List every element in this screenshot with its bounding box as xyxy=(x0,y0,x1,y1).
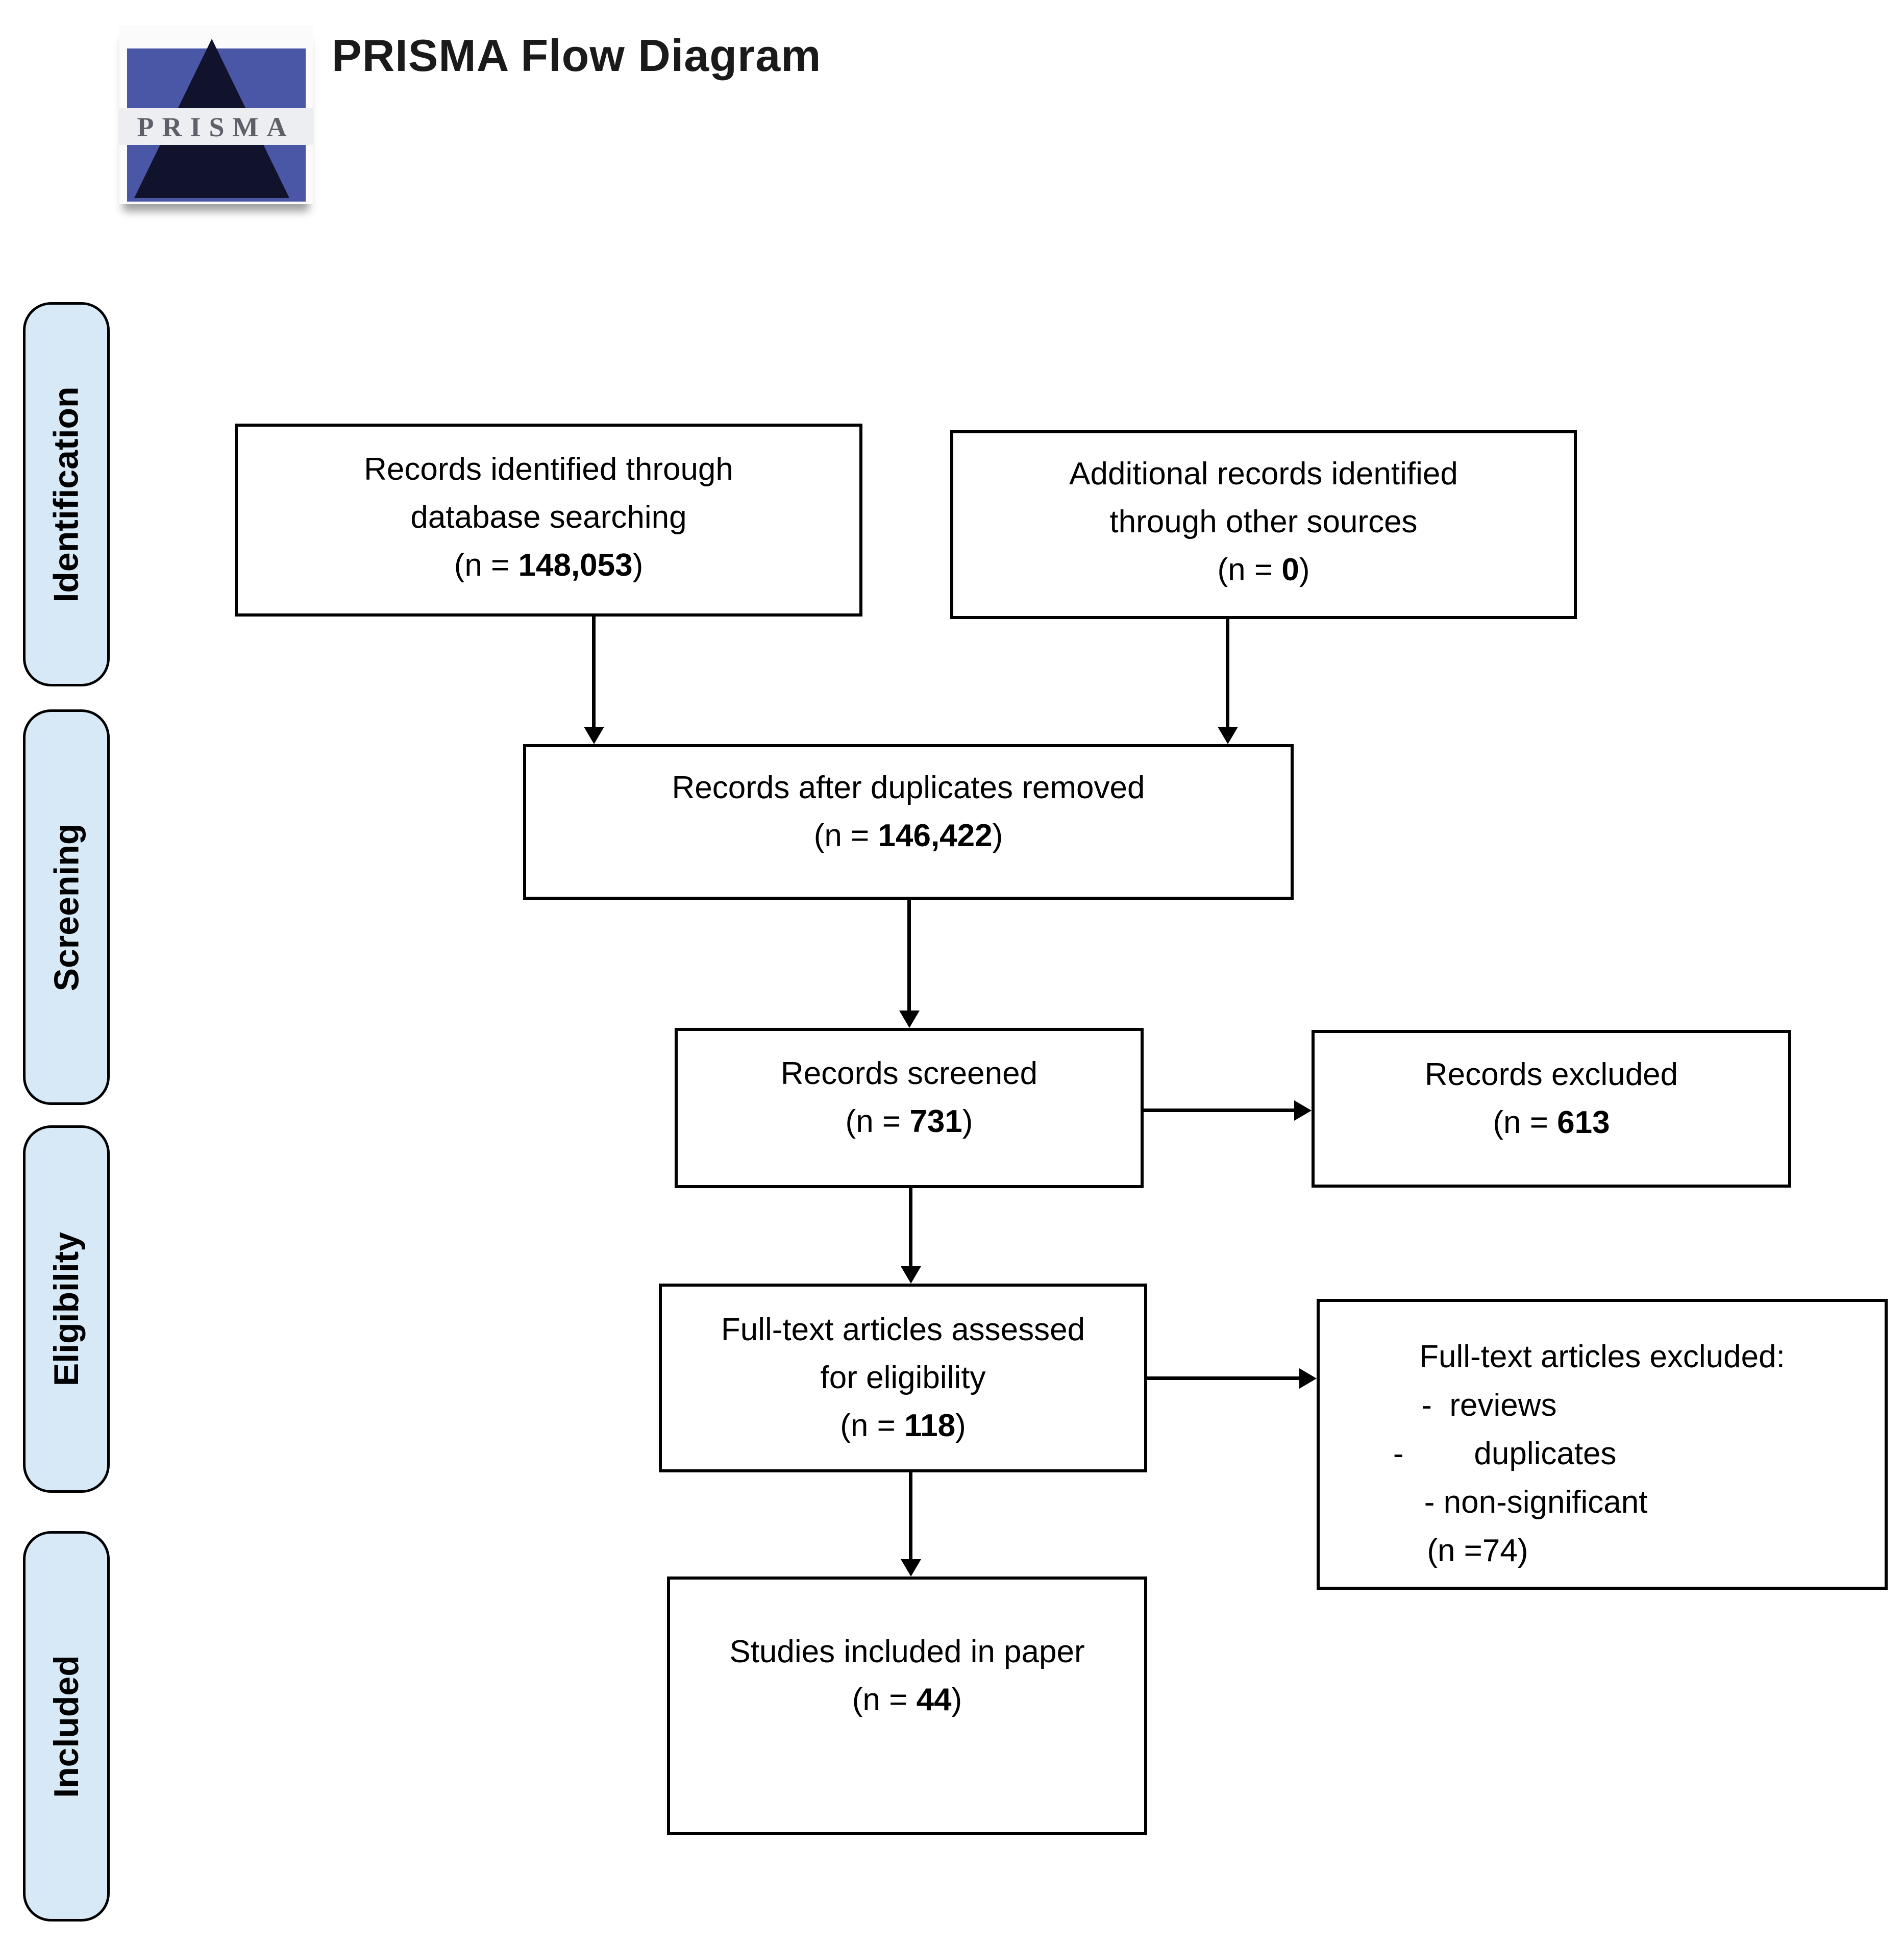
box-text-line: Records excluded xyxy=(1424,1056,1678,1092)
box-text-line: database searching xyxy=(410,500,687,535)
box-text-line: Records screened xyxy=(780,1056,1038,1091)
stage-included-label: Included xyxy=(47,1655,86,1798)
connector-fulltext-to-ftexcluded xyxy=(1147,1376,1299,1380)
box-n-line: (n = 146,422) xyxy=(526,812,1291,860)
stage-screening-label: Screening xyxy=(47,823,86,991)
n-value: 0 xyxy=(1281,552,1299,587)
stage-eligibility-label: Eligibility xyxy=(47,1231,86,1387)
n-suffix: ) xyxy=(951,1682,962,1717)
n-prefix: (n = xyxy=(840,1408,905,1443)
box-n-line: (n = 118) xyxy=(662,1402,1144,1450)
stage-screening: Screening xyxy=(23,709,110,1105)
arrowhead-right-icon xyxy=(1299,1368,1317,1389)
n-value: 613 xyxy=(1557,1104,1610,1140)
box-additional-records: Additional records identified through ot… xyxy=(950,430,1577,619)
n-suffix: ) xyxy=(955,1408,966,1443)
box-text-line: Studies included in paper xyxy=(729,1634,1085,1669)
box-text-line: Full-text articles excluded: xyxy=(1419,1339,1785,1374)
stage-identification-label: Identification xyxy=(47,386,86,603)
connector-screened-to-excluded xyxy=(1144,1109,1294,1112)
arrowhead-down-icon xyxy=(584,727,604,744)
box-records-excluded: Records excluded (n = 613 xyxy=(1312,1030,1791,1188)
box-text-line: for eligibility xyxy=(820,1360,986,1395)
arrowhead-down-icon xyxy=(1218,727,1238,744)
connector-fulltext-to-included xyxy=(909,1472,912,1559)
connector-additional-to-dedup xyxy=(1226,619,1229,727)
excluded-reason-duplicates: - duplicates xyxy=(1393,1436,1617,1471)
n-prefix: (n = xyxy=(1217,552,1282,587)
prisma-logo: PRISMA xyxy=(119,26,313,204)
box-text-line: Full-text articles assessed xyxy=(721,1312,1085,1347)
box-text-line: through other sources xyxy=(1109,504,1418,539)
n-value: 731 xyxy=(909,1104,962,1139)
box-text-line: Records after duplicates removed xyxy=(672,770,1145,805)
box-duplicates-removed: Records after duplicates removed (n = 14… xyxy=(523,744,1294,900)
n-prefix: (n = xyxy=(845,1104,910,1139)
page-title: PRISMA Flow Diagram xyxy=(332,30,822,81)
box-text-line: Records identified through xyxy=(364,452,733,487)
box-n-line: (n = 613 xyxy=(1315,1099,1788,1147)
n-suffix: ) xyxy=(992,818,1003,853)
arrowhead-down-icon xyxy=(901,1559,921,1576)
n-prefix: (n = xyxy=(852,1682,917,1717)
arrowhead-down-icon xyxy=(901,1266,921,1284)
logo-wordmark: PRISMA xyxy=(137,112,295,142)
n-suffix: ) xyxy=(1299,552,1310,587)
n-suffix: ) xyxy=(632,548,644,583)
box-fulltext-assessed: Full-text articles assessed for eligibil… xyxy=(659,1284,1147,1472)
stage-eligibility: Eligibility xyxy=(23,1125,110,1493)
n-suffix: ) xyxy=(962,1104,973,1139)
stage-identification: Identification xyxy=(23,302,110,686)
box-n-line: (n = 0) xyxy=(953,546,1574,594)
box-records-screened: Records screened (n = 731) xyxy=(675,1028,1144,1188)
excluded-reason-reviews: - reviews xyxy=(1421,1388,1557,1423)
n-prefix: (n = xyxy=(813,818,878,853)
arrowhead-right-icon xyxy=(1294,1100,1312,1121)
n-value: 146,422 xyxy=(878,818,993,853)
box-records-identified: Records identified through database sear… xyxy=(235,424,862,617)
n-value: 44 xyxy=(916,1682,952,1717)
box-text-line: Additional records identified xyxy=(1069,456,1458,491)
connector-screened-to-fulltext xyxy=(909,1188,912,1266)
box-n-line: (n = 731) xyxy=(678,1098,1141,1146)
stage-included: Included xyxy=(23,1531,110,1922)
logo-band xyxy=(119,108,313,145)
n-prefix: (n = xyxy=(454,548,518,583)
excluded-reason-nonsignificant: - non-significant xyxy=(1424,1485,1648,1520)
connector-identified-to-dedup xyxy=(592,617,596,727)
box-n-line: (n =74) xyxy=(1427,1533,1528,1568)
n-value: 148,053 xyxy=(518,548,633,583)
n-prefix: (n = xyxy=(1493,1104,1557,1140)
box-fulltext-excluded: Full-text articles excluded: - reviews -… xyxy=(1317,1299,1888,1590)
box-studies-included: Studies included in paper (n = 44) xyxy=(667,1576,1147,1835)
box-n-line: (n = 44) xyxy=(670,1676,1144,1724)
n-value: 118 xyxy=(904,1408,956,1443)
box-n-line: (n = 148,053) xyxy=(238,541,859,589)
arrowhead-down-icon xyxy=(899,1011,920,1028)
connector-dedup-to-screened xyxy=(907,900,911,1011)
